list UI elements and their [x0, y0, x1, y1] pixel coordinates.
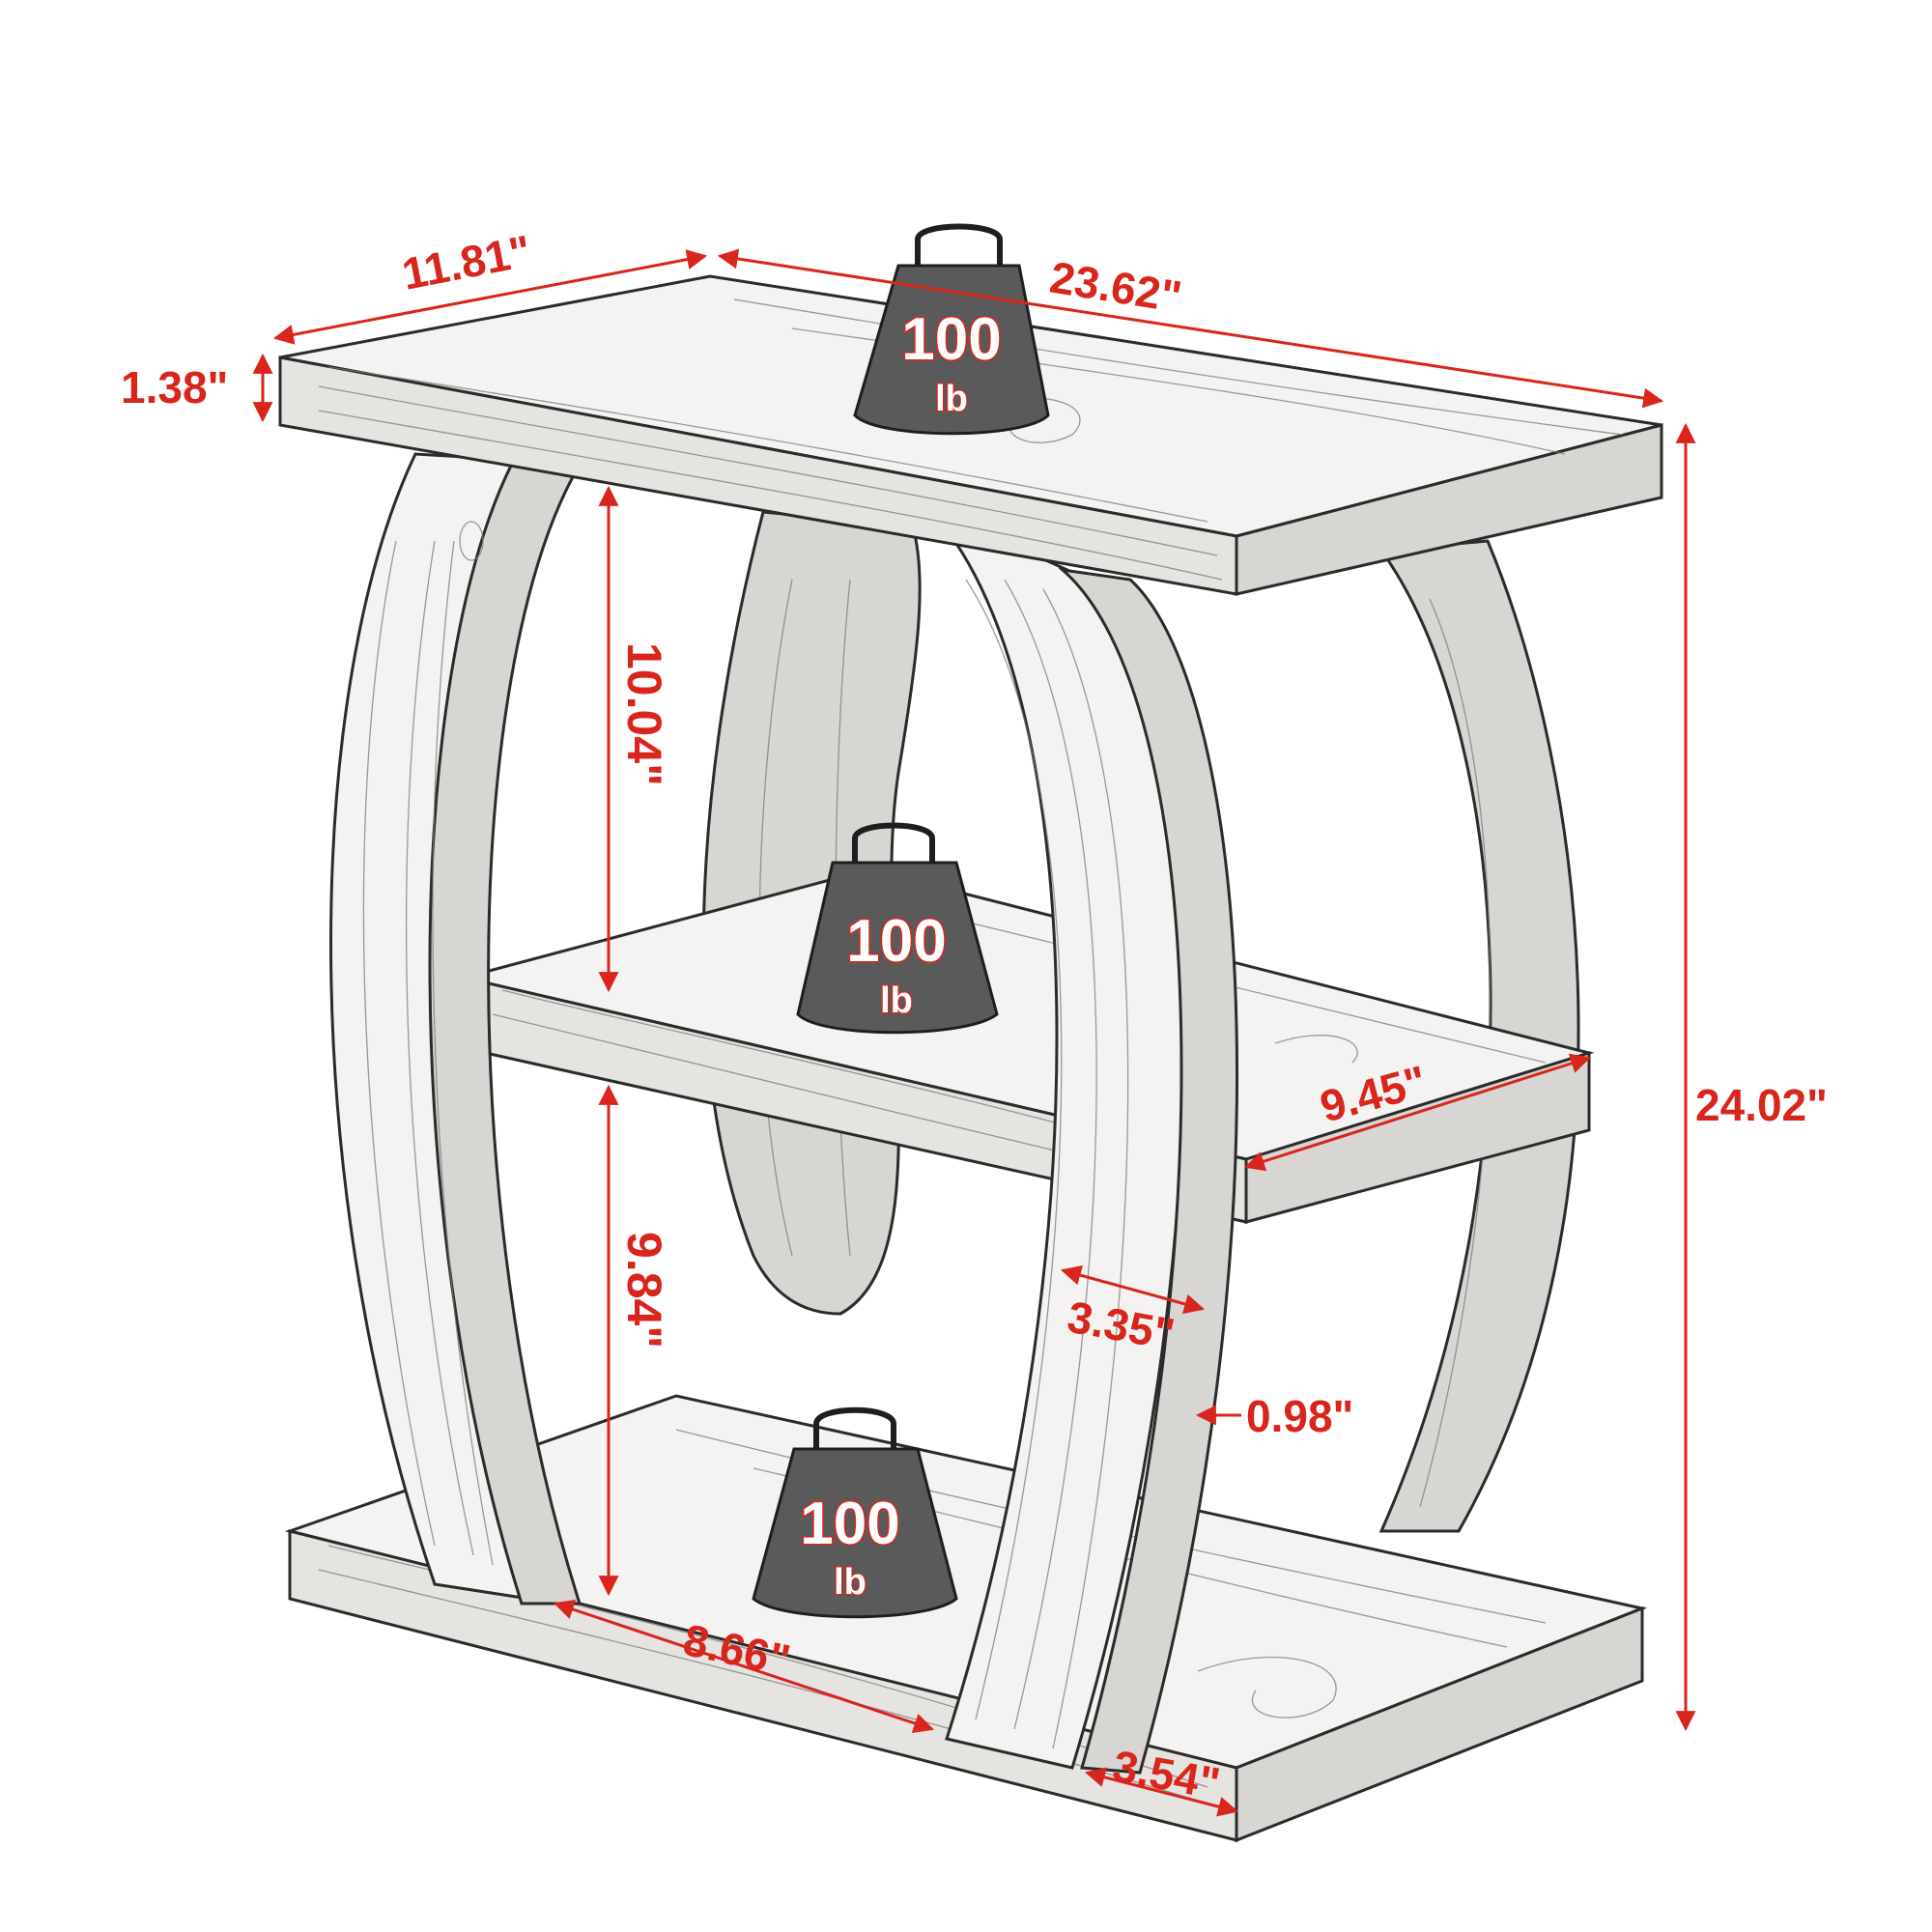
front-left-leg — [329, 452, 582, 1605]
dim-lower-gap: 9.84" — [617, 1232, 671, 1349]
svg-text:100: 100 — [800, 1491, 899, 1557]
middle-shelf — [462, 867, 1595, 1224]
weight-middle: 100 lb — [796, 822, 999, 1035]
dim-top-thickness: 1.38" — [121, 362, 228, 412]
dim-top-width: 23.62" — [1046, 252, 1184, 323]
dimension-lines — [252, 248, 1696, 1817]
dim-total-height: 24.02" — [1695, 1080, 1828, 1130]
weight-bottom: 100 lb — [752, 1406, 958, 1619]
svg-text:lb: lb — [880, 980, 913, 1021]
dim-top-depth: 11.81" — [398, 225, 535, 299]
svg-text:lb: lb — [834, 1562, 867, 1603]
weight-top: 100 lb — [853, 223, 1050, 436]
dim-upper-gap: 10.04" — [617, 642, 671, 786]
svg-text:100: 100 — [901, 306, 1001, 373]
dim-leg-thickness: 0.98" — [1246, 1391, 1353, 1441]
svg-text:lb: lb — [935, 379, 968, 419]
svg-text:100: 100 — [846, 908, 946, 975]
